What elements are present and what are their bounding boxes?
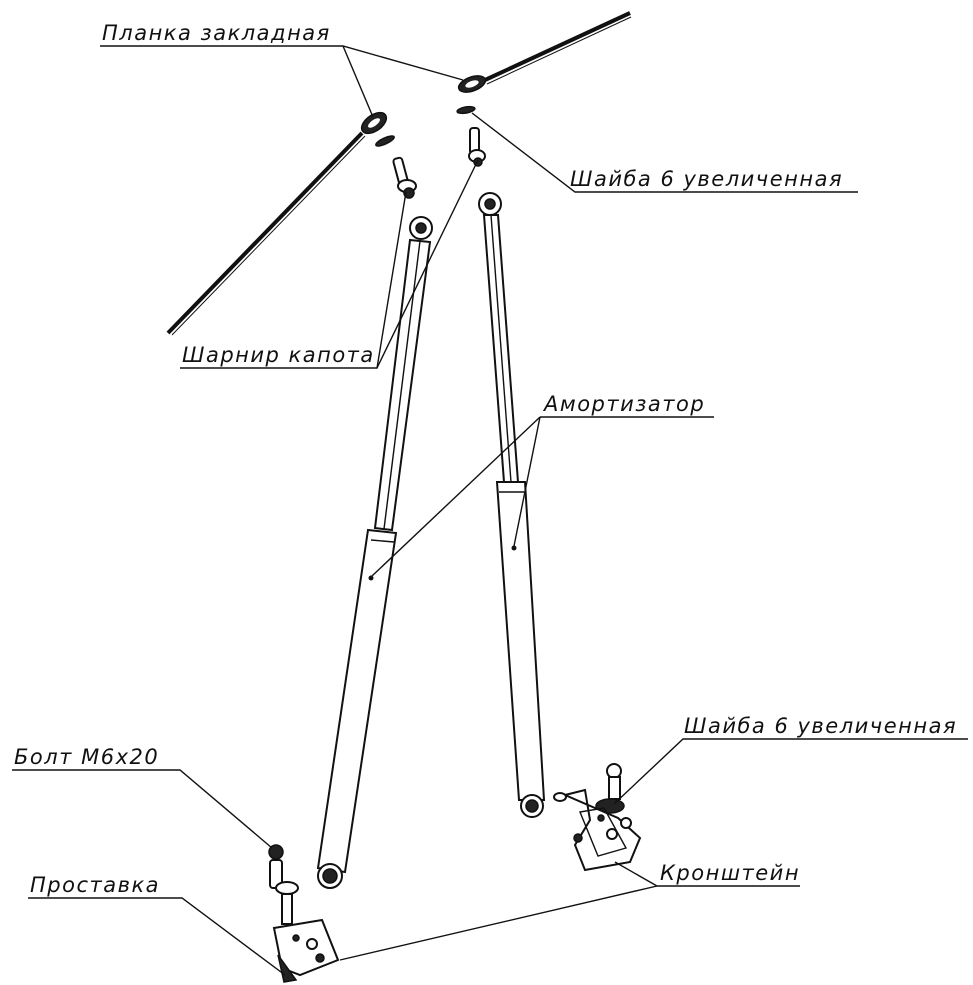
washer-top-right — [456, 105, 476, 115]
label-kronshtein-text: Кронштейн — [660, 861, 800, 885]
label-kronshtein: Кронштейн — [660, 861, 800, 885]
label-shaiba-top-text: Шайба 6 увеличенная — [570, 167, 843, 191]
washer-top-left — [375, 135, 395, 147]
hood-hinge-left — [392, 156, 417, 199]
embedded-plate-left — [166, 111, 388, 336]
label-bolt-text: Болт М6х20 — [14, 745, 159, 769]
label-planka-text: Планка закладная — [102, 21, 331, 45]
bracket-left — [268, 844, 340, 983]
bracket-right — [553, 763, 642, 872]
label-amortizator-text: Амортизатор — [542, 392, 705, 416]
leader-lines — [12, 45, 968, 976]
label-shaiba-bottom-text: Шайба 6 увеличенная — [684, 714, 957, 738]
embedded-plate-right — [457, 11, 632, 93]
label-shaiba-bottom: Шайба 6 увеличенная — [684, 714, 957, 738]
label-shaiba-top: Шайба 6 увеличенная — [570, 167, 843, 191]
label-bolt: Болт М6х20 — [14, 745, 159, 769]
gas-strut-right — [478, 192, 546, 818]
label-amortizator: Амортизатор — [542, 392, 705, 416]
label-sharnir-text: Шарнир капота — [182, 343, 375, 367]
label-planka: Планка закладная — [102, 21, 331, 45]
hood-hinge-right — [468, 127, 486, 167]
label-sharnir: Шарнир капота — [182, 343, 375, 367]
gas-strut-left — [316, 216, 433, 889]
label-prostavka-text: Проставка — [30, 873, 160, 897]
label-prostavka: Проставка — [30, 873, 160, 897]
